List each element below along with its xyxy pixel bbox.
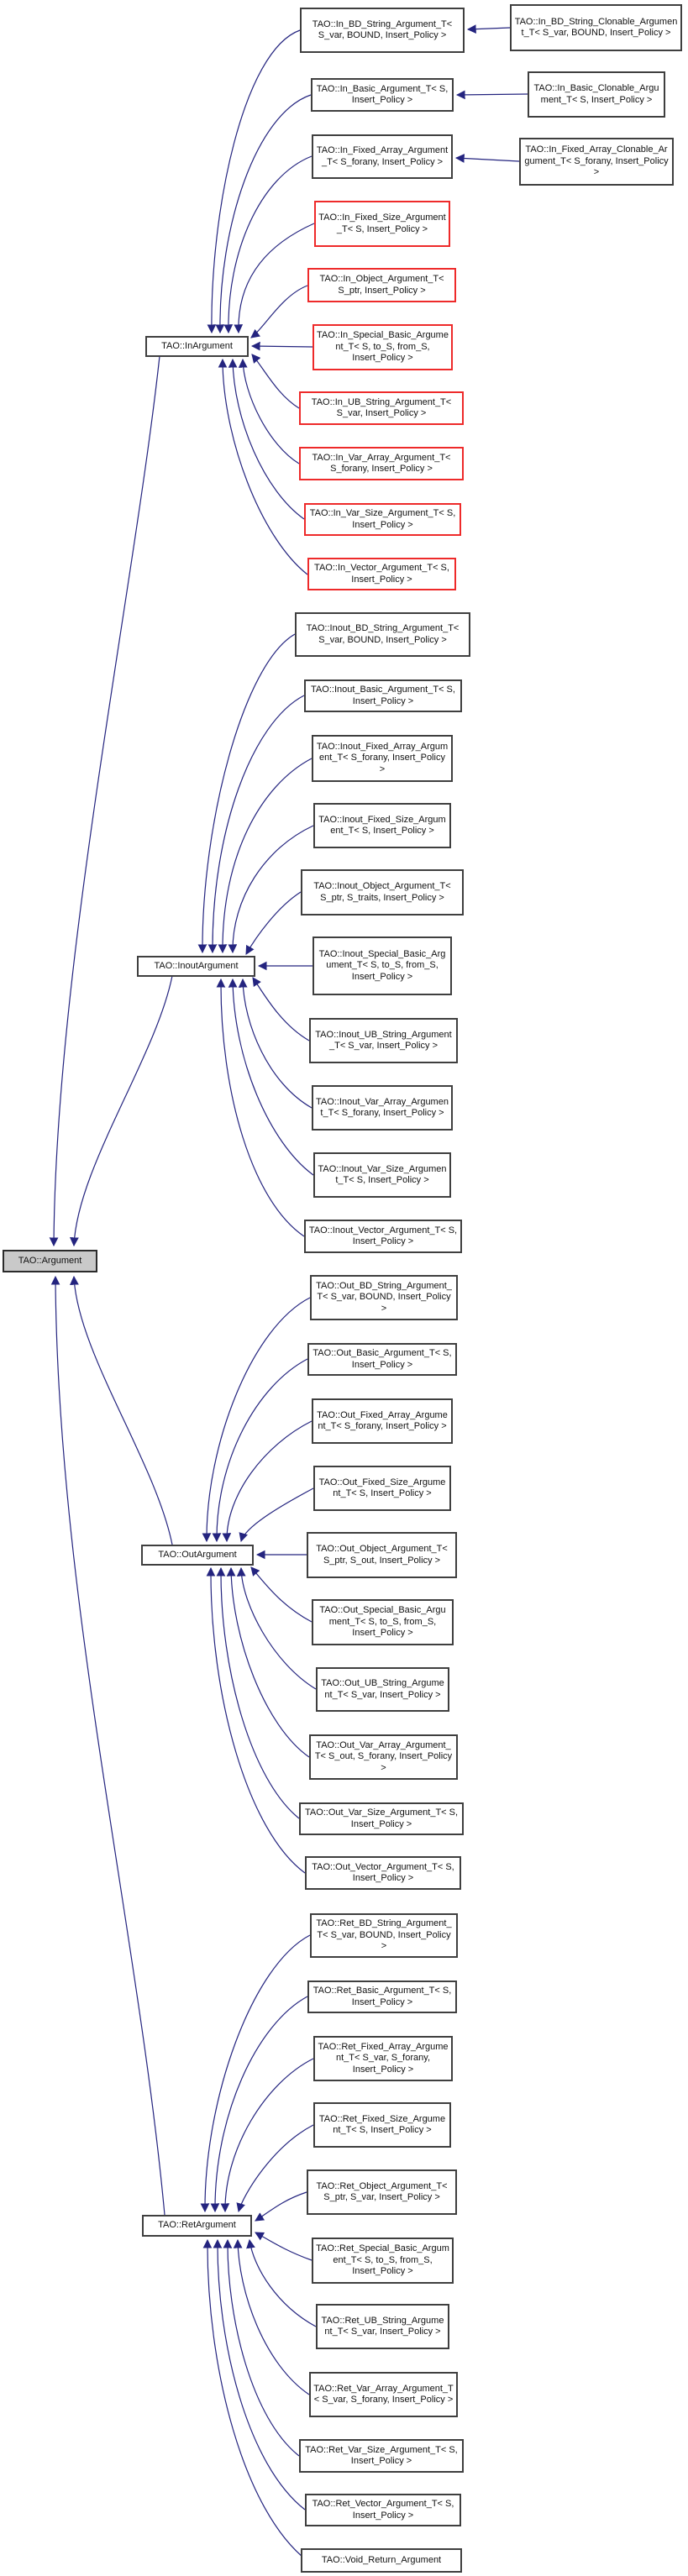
class-node-in-fixed-size: TAO::In_Fixed_Size_Argument_T< S, Insert… [314, 201, 450, 247]
class-node-out-fixed-array[interactable]: TAO::Out_Fixed_Array_Argument_T< S_foran… [312, 1398, 453, 1444]
class-node-in-fixed-array-clonable[interactable]: TAO::In_Fixed_Array_Clonable_Argument_T<… [519, 138, 674, 186]
class-node-out-basic[interactable]: TAO::Out_Basic_Argument_T< S, Insert_Pol… [307, 1343, 457, 1376]
class-node-inout-argument[interactable]: TAO::InoutArgument [137, 956, 255, 977]
class-node-ret-var-array[interactable]: TAO::Ret_Var_Array_Argument_T< S_var, S_… [309, 2372, 458, 2417]
class-node-ret-special-basic[interactable]: TAO::Ret_Special_Basic_Argument_T< S, to… [312, 2238, 454, 2284]
class-node-out-var-array[interactable]: TAO::Out_Var_Array_Argument_T< S_out, S_… [309, 1734, 458, 1780]
class-node-ret-bd-string[interactable]: TAO::Ret_BD_String_Argument_T< S_var, BO… [310, 1913, 458, 1958]
class-node-ret-fixed-size[interactable]: TAO::Ret_Fixed_Size_Argument_T< S, Inser… [313, 2102, 451, 2148]
class-node-inout-vector[interactable]: TAO::Inout_Vector_Argument_T< S, Insert_… [304, 1220, 462, 1253]
class-node-out-argument[interactable]: TAO::OutArgument [141, 1545, 254, 1566]
class-node-in-special-basic: TAO::In_Special_Basic_Argument_T< S, to_… [312, 324, 453, 370]
class-node-inout-var-size[interactable]: TAO::Inout_Var_Size_Argument_T< S, Inser… [313, 1152, 451, 1198]
class-node-out-var-size[interactable]: TAO::Out_Var_Size_Argument_T< S, Insert_… [299, 1802, 464, 1835]
class-node-inout-fixed-array[interactable]: TAO::Inout_Fixed_Array_Argument_T< S_for… [312, 735, 453, 782]
class-node-ret-fixed-array[interactable]: TAO::Ret_Fixed_Array_Argument_T< S_var, … [313, 2036, 453, 2081]
class-node-in-ub-string: TAO::In_UB_String_Argument_T< S_var, Ins… [299, 391, 464, 425]
class-node-out-vector[interactable]: TAO::Out_Vector_Argument_T< S, Insert_Po… [305, 1856, 461, 1890]
class-node-void-return-argument[interactable]: TAO::Void_Return_Argument [301, 2548, 462, 2573]
class-node-in-bd-string[interactable]: TAO::In_BD_String_Argument_T< S_var, BOU… [300, 8, 465, 53]
class-node-in-bd-string-clonable[interactable]: TAO::In_BD_String_Clonable_Argument_T< S… [510, 4, 682, 51]
class-node-in-fixed-array[interactable]: TAO::In_Fixed_Array_Argument_T< S_forany… [312, 134, 453, 179]
class-node-out-object[interactable]: TAO::Out_Object_Argument_T< S_ptr, S_out… [307, 1532, 457, 1578]
class-node-ret-ub-string[interactable]: TAO::Ret_UB_String_Argument_T< S_var, In… [316, 2304, 449, 2349]
class-node-in-var-array: TAO::In_Var_Array_Argument_T< S_forany, … [299, 447, 464, 480]
class-node-in-basic[interactable]: TAO::In_Basic_Argument_T< S, Insert_Poli… [311, 78, 454, 112]
class-node-ret-basic[interactable]: TAO::Ret_Basic_Argument_T< S, Insert_Pol… [307, 1981, 457, 2013]
class-node-in-basic-clonable[interactable]: TAO::In_Basic_Clonable_Argument_T< S, In… [528, 71, 665, 118]
class-node-inout-basic[interactable]: TAO::Inout_Basic_Argument_T< S, Insert_P… [304, 679, 462, 712]
class-node-ret-var-size[interactable]: TAO::Ret_Var_Size_Argument_T< S, Insert_… [299, 2439, 464, 2473]
class-node-ret-vector[interactable]: TAO::Ret_Vector_Argument_T< S, Insert_Po… [305, 2494, 461, 2526]
class-node-out-special-basic[interactable]: TAO::Out_Special_Basic_Argument_T< S, to… [312, 1599, 454, 1645]
class-node-ret-argument[interactable]: TAO::RetArgument [142, 2215, 252, 2237]
class-node-ret-object[interactable]: TAO::Ret_Object_Argument_T< S_ptr, S_var… [307, 2169, 457, 2215]
class-node-in-vector: TAO::In_Vector_Argument_T< S, Insert_Pol… [307, 558, 456, 590]
class-node-inout-var-array[interactable]: TAO::Inout_Var_Array_Argument_T< S_foran… [312, 1085, 453, 1131]
class-node-in-object: TAO::In_Object_Argument_T< S_ptr, Insert… [307, 268, 456, 302]
class-node-out-bd-string[interactable]: TAO::Out_BD_String_Argument_T< S_var, BO… [310, 1275, 458, 1320]
class-node-in-argument[interactable]: TAO::InArgument [145, 336, 249, 357]
class-node-inout-special-basic[interactable]: TAO::Inout_Special_Basic_Argument_T< S, … [312, 936, 452, 995]
class-node-inout-fixed-size[interactable]: TAO::Inout_Fixed_Size_Argument_T< S, Ins… [313, 803, 451, 848]
class-node-out-ub-string[interactable]: TAO::Out_UB_String_Argument_T< S_var, In… [316, 1667, 449, 1712]
class-node-inout-object[interactable]: TAO::Inout_Object_Argument_T< S_ptr, S_t… [301, 869, 464, 916]
class-node-inout-bd-string[interactable]: TAO::Inout_BD_String_Argument_T< S_var, … [295, 612, 470, 657]
class-node-argument: TAO::Argument [3, 1250, 97, 1272]
class-node-in-var-size: TAO::In_Var_Size_Argument_T< S, Insert_P… [304, 503, 461, 536]
class-node-inout-ub-string[interactable]: TAO::Inout_UB_String_Argument_T< S_var, … [309, 1018, 458, 1063]
class-node-out-fixed-size[interactable]: TAO::Out_Fixed_Size_Argument_T< S, Inser… [313, 1466, 451, 1511]
